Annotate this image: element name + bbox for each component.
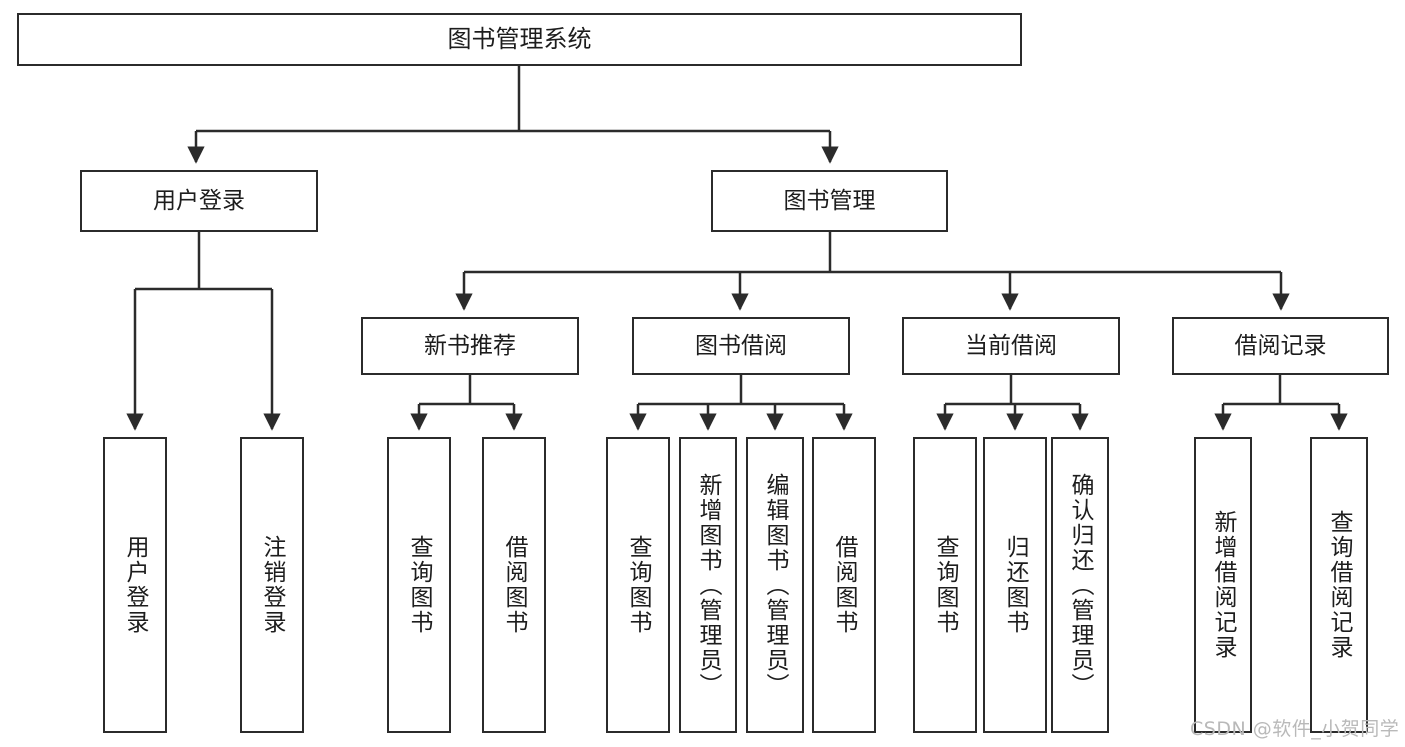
node-leaf-add-book-label: 新增图书（管理员）	[695, 472, 722, 698]
node-leaf-confirm-return-label: 确认归还（管理员）	[1067, 472, 1094, 698]
node-leaf-user-login-label: 用户登录	[122, 535, 149, 635]
node-leaf-borrow-book-label: 借阅图书	[831, 535, 858, 635]
node-leaf-query-book-current[interactable]: 查询图书	[913, 437, 977, 733]
node-leaf-query-book-borrow-label: 查询图书	[625, 535, 652, 635]
node-leaf-query-borrow-record[interactable]: 查询借阅记录	[1310, 437, 1368, 733]
node-leaf-query-book-current-label: 查询图书	[932, 535, 959, 635]
node-root-label: 图书管理系统	[447, 24, 592, 53]
node-leaf-edit-book[interactable]: 编辑图书（管理员）	[746, 437, 804, 733]
node-leaf-user-logout[interactable]: 注销登录	[240, 437, 304, 733]
node-leaf-add-book[interactable]: 新增图书（管理员）	[679, 437, 737, 733]
node-leaf-return-book[interactable]: 归还图书	[983, 437, 1047, 733]
node-book-borrow-label: 图书借阅	[695, 332, 787, 359]
node-leaf-add-borrow-record-label: 新增借阅记录	[1210, 510, 1237, 660]
node-book-manage-label: 图书管理	[783, 187, 876, 214]
node-leaf-query-book-rec[interactable]: 查询图书	[387, 437, 451, 733]
node-leaf-user-logout-label: 注销登录	[259, 535, 286, 635]
node-leaf-user-login[interactable]: 用户登录	[103, 437, 167, 733]
node-current-borrow-label: 当前借阅	[965, 332, 1057, 359]
node-user-login-label: 用户登录	[153, 187, 245, 214]
csdn-watermark: CSDN @软件_小贺同学	[1190, 718, 1400, 740]
node-borrow-record[interactable]: 借阅记录	[1172, 317, 1389, 375]
node-book-borrow[interactable]: 图书借阅	[632, 317, 850, 375]
node-leaf-add-borrow-record[interactable]: 新增借阅记录	[1194, 437, 1252, 733]
node-leaf-query-borrow-record-label: 查询借阅记录	[1326, 510, 1353, 660]
node-new-book-rec[interactable]: 新书推荐	[361, 317, 579, 375]
node-leaf-borrow-book-rec[interactable]: 借阅图书	[482, 437, 546, 733]
node-leaf-query-book-rec-label: 查询图书	[406, 535, 433, 635]
node-borrow-record-label: 借阅记录	[1234, 332, 1327, 359]
node-current-borrow[interactable]: 当前借阅	[902, 317, 1120, 375]
node-leaf-return-book-label: 归还图书	[1002, 535, 1029, 635]
node-leaf-borrow-book[interactable]: 借阅图书	[812, 437, 876, 733]
node-root[interactable]: 图书管理系统	[17, 13, 1022, 66]
node-leaf-edit-book-label: 编辑图书（管理员）	[762, 472, 789, 698]
node-user-login[interactable]: 用户登录	[80, 170, 318, 232]
node-book-manage[interactable]: 图书管理	[711, 170, 948, 232]
node-leaf-borrow-book-rec-label: 借阅图书	[501, 535, 528, 635]
node-leaf-query-book-borrow[interactable]: 查询图书	[606, 437, 670, 733]
node-leaf-confirm-return[interactable]: 确认归还（管理员）	[1051, 437, 1109, 733]
node-new-book-rec-label: 新书推荐	[424, 332, 516, 359]
